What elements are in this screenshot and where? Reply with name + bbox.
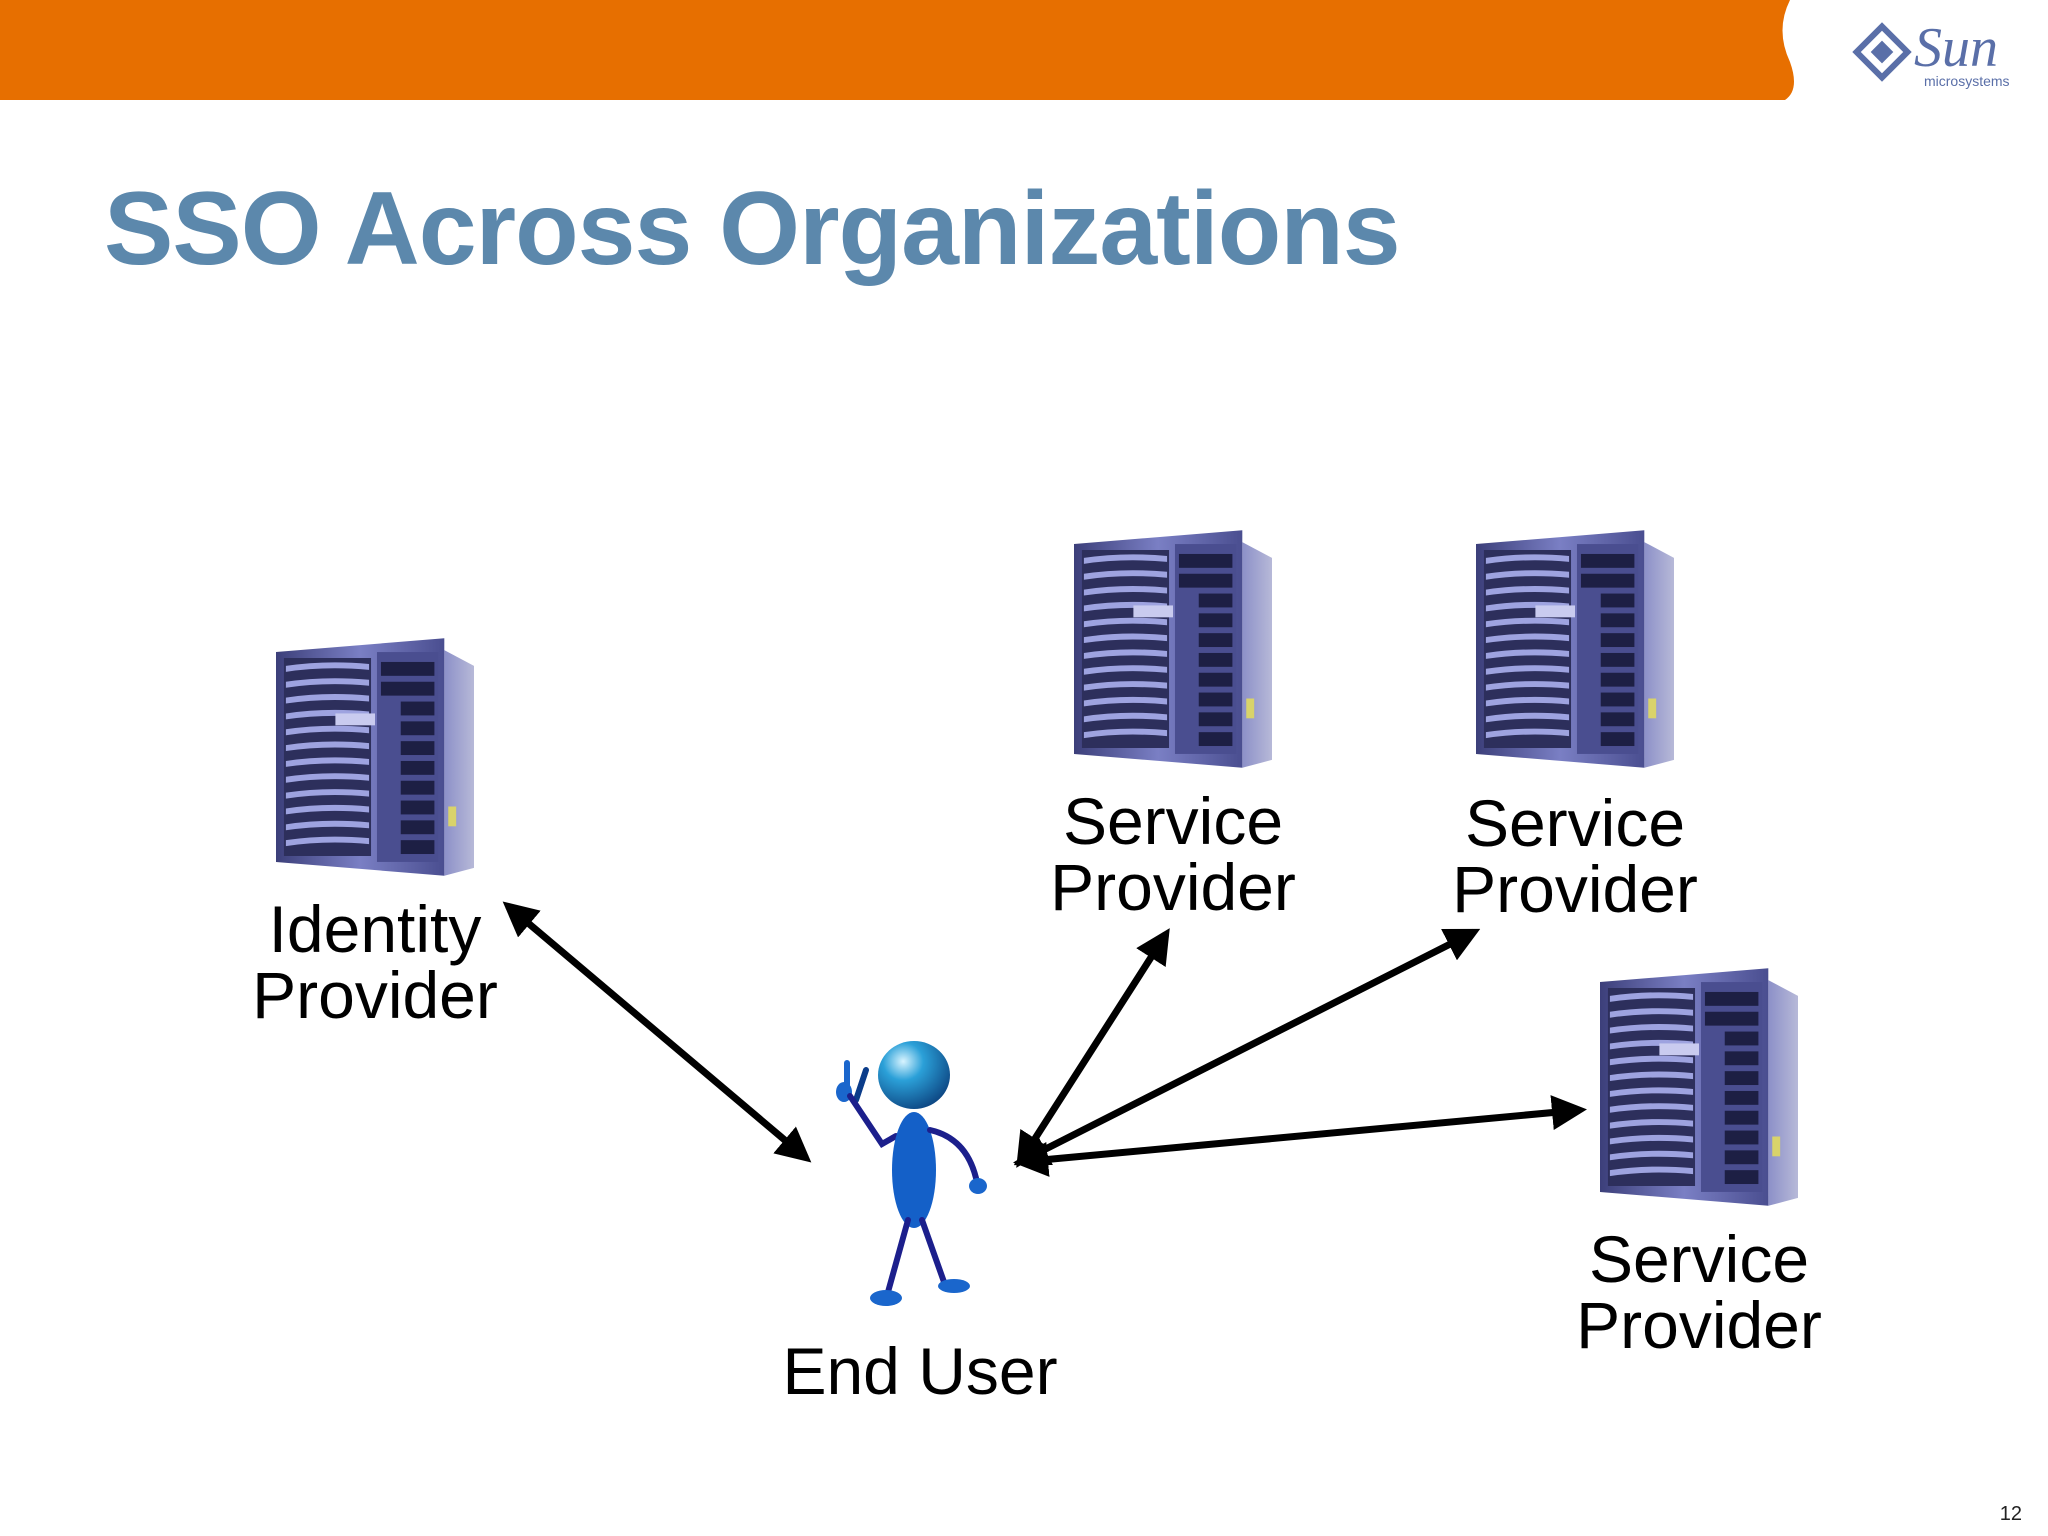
slide-title: SSO Across Organizations <box>104 171 1401 287</box>
header-bar-fill <box>0 0 1794 100</box>
sun-logo: Sun microsystems <box>1848 16 2028 96</box>
service-provider-2-label: Service Provider <box>1452 786 1698 926</box>
service-provider-2-server-icon <box>1476 530 1674 768</box>
service-provider-3-label: Service Provider <box>1576 1222 1822 1362</box>
arrow-user-sp3 <box>1013 1095 1587 1177</box>
identity-provider-server-icon <box>276 638 474 876</box>
service-provider-1-label: Service Provider <box>1050 784 1296 924</box>
identity-provider-label: Identity Provider <box>252 892 498 1032</box>
arrow-idp-user <box>502 901 812 1163</box>
sun-logo-wordmark: Sun <box>1914 17 1998 79</box>
service-provider-3-server-icon <box>1600 968 1798 1206</box>
service-provider-1-server-icon <box>1074 530 1272 768</box>
end-user-label: End User <box>782 1334 1058 1408</box>
end-user-person-icon <box>826 1030 1006 1320</box>
page-number: 12 <box>1999 1503 2022 1525</box>
header-bar <box>0 0 1794 100</box>
sun-logo-tagline: microsystems <box>1924 73 2010 89</box>
